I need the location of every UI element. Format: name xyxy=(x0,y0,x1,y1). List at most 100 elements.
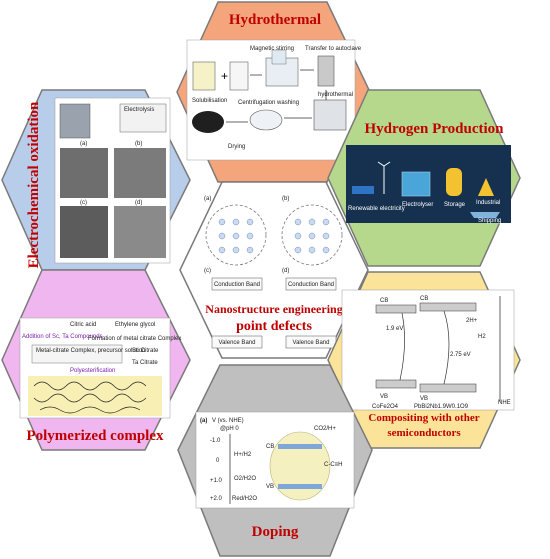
redox-label: H+/H2 xyxy=(234,452,252,458)
lattice-atoms xyxy=(218,218,330,254)
step-label: Formation of metal citrate Complex xyxy=(88,336,181,342)
band-label: Valence Band xyxy=(219,340,256,346)
lattice-diagram-b xyxy=(281,204,343,266)
panel-title-hydrogen-production: Hydrogen Production xyxy=(364,121,504,137)
band-label: CB xyxy=(266,444,274,450)
lattice-diagram-a xyxy=(205,204,267,266)
sublabel: (b) xyxy=(135,141,142,147)
sublabel: (b) xyxy=(282,196,289,202)
caption: Industrial xyxy=(476,200,500,206)
autoclave-icon xyxy=(317,55,335,87)
tick-label: +1.0 xyxy=(210,478,223,484)
sublabel: (c) xyxy=(80,200,87,206)
conduction-band-box xyxy=(211,277,263,291)
band-label: Conduction Band xyxy=(214,282,260,288)
sem-image-a xyxy=(60,148,108,198)
caption: Shipping xyxy=(478,218,501,224)
product-label: C-C≡H xyxy=(324,462,343,468)
sem-image-c xyxy=(60,206,108,258)
step-label: Addition of Sc, Ta Compounds xyxy=(22,334,103,340)
caption: Renewable electricity xyxy=(348,206,405,212)
product-label: CO2/H+ xyxy=(314,426,336,432)
panel-electrochemical-oxidation: Electrochemical oxidation Electrolysis (… xyxy=(1,89,191,271)
sublabel: (d) xyxy=(135,200,142,206)
band-label: CB xyxy=(380,298,388,304)
caption: Electrolyser xyxy=(402,202,433,208)
reagent-label: Ethylene glycol xyxy=(115,322,155,328)
panel-title-point-defects-line1: Nanostructure engineering xyxy=(205,302,342,316)
wind-turbine-icon xyxy=(377,161,391,173)
panel-title-point-defects-line2: point defects xyxy=(236,319,312,334)
sublabel: (a) xyxy=(204,196,211,202)
cb-band xyxy=(278,444,322,449)
sublabel: Electrolysis xyxy=(124,107,154,113)
sublabel: (a) xyxy=(80,141,87,147)
redox-label: O2/H2O xyxy=(234,476,256,482)
sublabel: (d) xyxy=(282,268,289,274)
potential-graph xyxy=(119,103,167,133)
panel-doping: (a) V (vs. NHE) @pH 0 -1.0 0 +1.0 +2.0 H… xyxy=(177,364,373,557)
panel-title-electrochemical-oxidation: Electrochemical oxidation xyxy=(26,101,42,268)
step-label: Metal-citrate Complex, precursor solutio… xyxy=(36,348,145,354)
step-label: Drying xyxy=(228,144,245,150)
centrifuge-icon xyxy=(249,109,283,131)
product-label: H2 xyxy=(478,334,486,340)
axis-label: V (vs. NHE) xyxy=(212,418,244,424)
cb-block-cofe2o4 xyxy=(375,304,417,314)
panel-point-defects: (a) (b) (c) (d) Conduction Band Conducti… xyxy=(179,181,369,359)
panel-hydrogen-production: Hydrogen Production Renewable electricit… xyxy=(327,89,521,267)
step-label: Polyesterification xyxy=(70,368,115,374)
step-label: Solubilisation xyxy=(192,98,227,104)
plus-sign: + xyxy=(221,69,228,83)
step-label: Centrifugation washing xyxy=(238,100,299,106)
panel-hydrothermal: Hydrothermal + Solubilisation Magnetic s… xyxy=(176,1,371,183)
caption: Storage xyxy=(444,202,466,208)
band-label: Conduction Band xyxy=(288,282,334,288)
vb-band xyxy=(278,484,322,489)
gap-label: 2.75 eV xyxy=(450,352,471,358)
sem-image-b xyxy=(114,148,166,198)
flask-icon xyxy=(478,178,494,196)
storage-tank-icon xyxy=(446,168,462,196)
oven-icon xyxy=(313,99,347,131)
panel-polymerized-complex: Citric acid Ethylene glycol Addition of … xyxy=(1,269,191,451)
panel-title-hydrothermal: Hydrothermal xyxy=(229,12,321,28)
material-label: PbBi2Nb1.9W0.1O9 xyxy=(414,404,469,410)
step-label: hydrothermal xyxy=(318,92,353,98)
axis-label: @pH 0 xyxy=(220,426,239,432)
sem-image-d xyxy=(114,206,166,258)
gap-label: 1.9 eV xyxy=(386,326,403,332)
cell-setup-image xyxy=(59,103,91,139)
step-label: Magnetic stirring xyxy=(250,46,294,52)
flow-arrows xyxy=(226,69,327,123)
band-label: Valence Band xyxy=(293,340,330,346)
valence-band-box xyxy=(211,335,263,349)
tick-label: 0 xyxy=(216,458,220,464)
panel-compositing: NHE CB CB 1.9 eV 2.75 eV H2 2H+ VB VB Co… xyxy=(327,271,521,449)
cb-block-pbbinbw xyxy=(419,302,477,312)
beaker-icon xyxy=(229,61,249,91)
material-label: CoFe2O4 xyxy=(372,404,399,410)
polymer-network xyxy=(28,376,162,416)
panel-title-compositing-line1: Compositing with other xyxy=(368,412,479,424)
nanoparticle-icon xyxy=(269,431,331,501)
citrate-label: Ta Citrate xyxy=(132,360,158,366)
vb-block-cofe2o4 xyxy=(375,379,417,389)
reactant-label: 2H+ xyxy=(466,318,478,324)
band-label: VB xyxy=(420,396,428,402)
electrolyser-icon xyxy=(401,171,431,197)
tick-label: +2.0 xyxy=(210,496,223,502)
axis-label: NHE xyxy=(498,400,511,406)
conduction-band-box xyxy=(285,277,337,291)
citrate-label: Sc Citrate xyxy=(132,348,159,354)
panel-title-polymerized-complex: Polymerized complex xyxy=(26,428,164,444)
solar-panel-icon xyxy=(352,186,374,194)
vb-block-pbbinbw xyxy=(419,383,477,393)
step-label: Transfer to autoclave xyxy=(305,46,362,52)
powder-icon xyxy=(192,111,224,133)
sublabel: (a) xyxy=(200,418,207,424)
band-label: VB xyxy=(266,484,274,490)
band-label: CB xyxy=(420,296,428,302)
sublabel: (c) xyxy=(204,268,211,274)
